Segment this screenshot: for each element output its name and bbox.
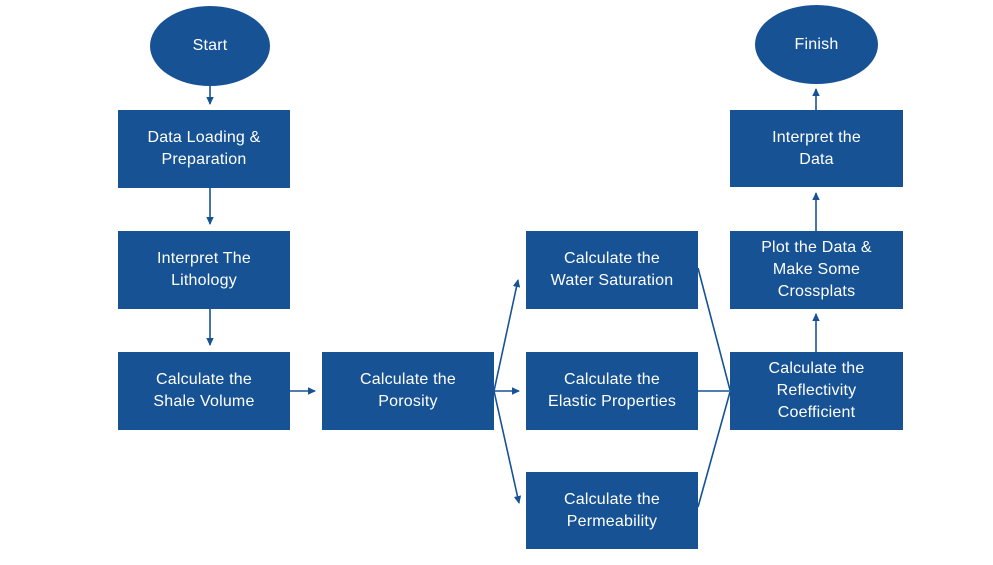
step-porosity-label: Calculate the Porosity bbox=[360, 371, 456, 410]
connector-water-saturation-to-reflectivity bbox=[697, 267, 731, 391]
step-plot-crossplots-label: Plot the Data & Make Some Crossplats bbox=[761, 239, 872, 300]
node-start-label: Start bbox=[192, 37, 228, 54]
step-permeability-label: Calculate the Permeability bbox=[564, 490, 660, 530]
step-permeability: Calculate the Permeability bbox=[526, 472, 698, 549]
step-plot-crossplots: Plot the Data & Make Some Crossplats bbox=[730, 231, 903, 309]
connector-porosity-to-permeability bbox=[493, 390, 522, 504]
step-elastic-properties-label: Calculate the Elastic Properties bbox=[547, 371, 677, 410]
step-data-loading: Data Loading & Preparation bbox=[118, 110, 290, 188]
node-finish-label: Finish bbox=[794, 35, 839, 53]
step-interpret-data: Interpret the Data bbox=[730, 110, 903, 187]
step-water-saturation: Calculate the Water Saturation bbox=[526, 231, 698, 309]
step-interpret-lithology-label: Interpret The Lithology bbox=[157, 250, 251, 289]
connector-porosity-to-water-saturation bbox=[493, 279, 521, 392]
step-data-loading-label: Data Loading & Preparation bbox=[147, 129, 261, 168]
step-interpret-lithology: Interpret The Lithology bbox=[118, 231, 290, 309]
step-elastic-properties: Calculate the Elastic Properties bbox=[526, 352, 698, 430]
node-start: Start bbox=[150, 6, 270, 86]
step-reflectivity-label: Calculate the Reflectivity Coefficient bbox=[768, 360, 865, 421]
node-finish: Finish bbox=[755, 5, 878, 84]
step-porosity: Calculate the Porosity bbox=[322, 352, 494, 430]
step-shale-volume-label: Calculate the Shale Volume bbox=[153, 371, 255, 410]
step-shale-volume: Calculate the Shale Volume bbox=[118, 352, 290, 430]
step-interpret-data-label: Interpret the Data bbox=[772, 128, 861, 168]
step-reflectivity: Calculate the Reflectivity Coefficient bbox=[730, 352, 903, 430]
step-water-saturation-label: Calculate the Water Saturation bbox=[550, 250, 674, 289]
connector-permeability-to-reflectivity bbox=[697, 391, 731, 508]
